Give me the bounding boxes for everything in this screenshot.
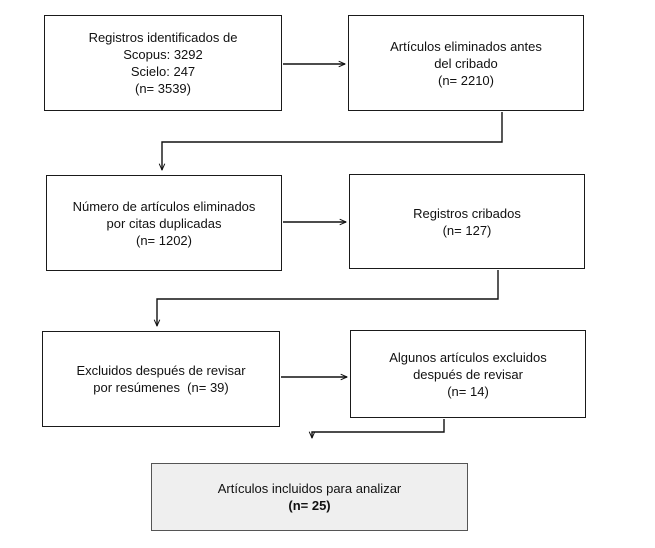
box-text-line: Scopus: 3292 bbox=[123, 47, 203, 62]
box-text-line: Excluidos después de revisar bbox=[76, 363, 246, 378]
box-text-line: Registros identificados de bbox=[88, 30, 238, 45]
arrow-screened-to-excluded-abstracts bbox=[157, 270, 499, 326]
box-text-line: (n= 25) bbox=[288, 498, 331, 513]
arrow-review-to-included bbox=[312, 419, 445, 438]
identified-records-box: Registros identificados de Scopus: 3292 … bbox=[44, 15, 282, 111]
box-text-line: (n= 3539) bbox=[134, 81, 191, 96]
box-text-line: (n= 2210) bbox=[437, 72, 494, 88]
removed-before-screening-box: Artículos eliminados antes del cribado (… bbox=[348, 15, 584, 111]
screened-records-box: Registros cribados (n= 127) bbox=[349, 174, 585, 269]
box-text-line: Registros cribados bbox=[413, 205, 521, 221]
included-articles-box: Artículos incluidos para analizar (n= 25… bbox=[151, 463, 468, 531]
excluded-abstracts-box: Excluidos después de revisar por resúmen… bbox=[42, 331, 280, 427]
box-text-line: (n= 1202) bbox=[135, 232, 192, 248]
box-text-line: por citas duplicadas bbox=[106, 215, 222, 231]
box-text-line: Algunos artículos excluidos bbox=[389, 349, 547, 365]
box-text-line: (n= 14) bbox=[447, 383, 489, 399]
box-text-line: por resúmenes (n= 39) bbox=[93, 380, 229, 395]
excluded-after-review-box: Algunos artículos excluidos después de r… bbox=[350, 330, 586, 418]
box-text-line: Artículos eliminados antes bbox=[390, 38, 542, 54]
box-text-line: después de revisar bbox=[413, 366, 523, 382]
arrow-removed-to-duplicates bbox=[162, 112, 503, 170]
box-text-line: Número de artículos eliminados bbox=[72, 198, 256, 214]
duplicates-removed-box: Número de artículos eliminados por citas… bbox=[46, 175, 282, 271]
box-text-line: Scielo: 247 bbox=[130, 64, 196, 79]
box-text-line: (n= 127) bbox=[442, 222, 492, 238]
box-text-line: del cribado bbox=[434, 55, 498, 71]
box-text-line: Artículos incluidos para analizar bbox=[217, 481, 402, 496]
